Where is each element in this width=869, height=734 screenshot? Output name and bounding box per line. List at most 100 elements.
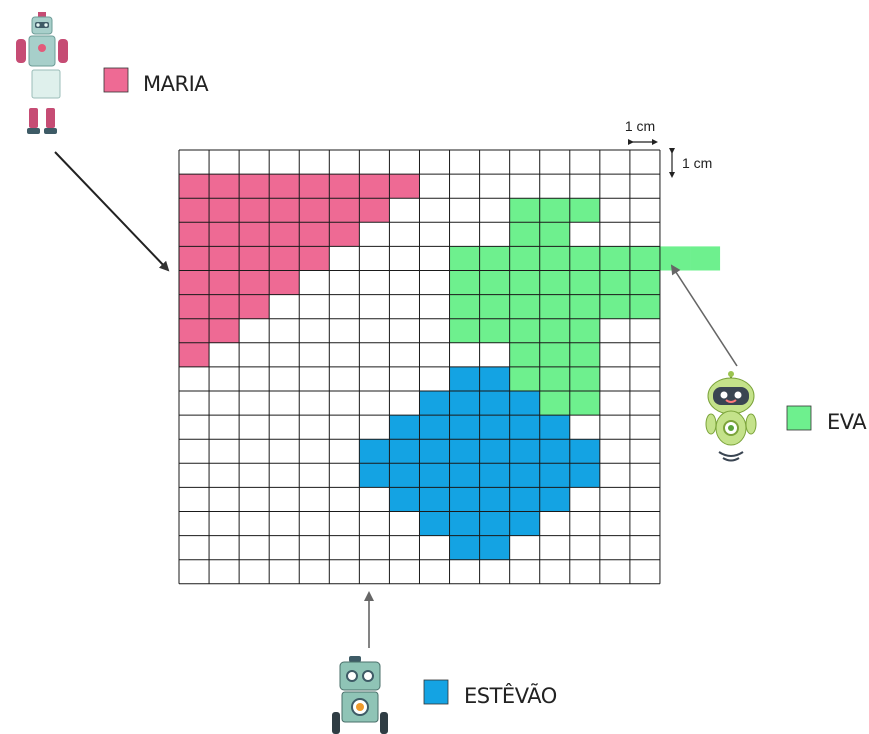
grid-lines — [178, 149, 661, 585]
cell-eva — [569, 198, 600, 223]
cell-estevao — [419, 391, 450, 416]
scale-horizontal-label: 1 cm — [625, 118, 655, 134]
box-robot-icon — [332, 656, 388, 734]
cell-eva — [599, 270, 630, 295]
cell-maria — [269, 174, 300, 199]
cell-eva — [569, 270, 600, 295]
legend-label: MARIA — [143, 72, 209, 96]
humanoid-robot-icon — [16, 12, 68, 134]
colored-cells — [179, 174, 721, 560]
cell-estevao — [389, 439, 420, 464]
cell-eva — [629, 270, 660, 295]
cell-estevao — [569, 463, 600, 488]
cell-estevao — [569, 439, 600, 464]
cell-estevao — [539, 439, 570, 464]
eva-pointer-arrow — [670, 264, 738, 367]
cell-estevao — [449, 366, 480, 391]
cell-estevao — [509, 511, 540, 536]
cell-maria — [209, 318, 240, 343]
maria-pointer-arrow — [54, 151, 170, 272]
cell-maria — [269, 198, 300, 223]
cell-estevao — [359, 439, 390, 464]
cell-estevao — [479, 366, 510, 391]
cell-estevao — [479, 415, 510, 440]
cell-eva — [569, 246, 600, 271]
cell-estevao — [539, 415, 570, 440]
cell-estevao — [479, 463, 510, 488]
cell-estevao — [479, 487, 510, 512]
cell-eva — [539, 318, 570, 343]
cell-eva — [569, 294, 600, 319]
cell-eva — [539, 246, 570, 271]
legend: MARIA EVA ESTÊVÃO — [103, 67, 868, 708]
cell-estevao — [509, 391, 540, 416]
cell-eva — [539, 222, 570, 247]
cell-eva — [539, 294, 570, 319]
cell-maria — [239, 270, 270, 295]
cell-maria — [329, 174, 360, 199]
cell-estevao — [449, 535, 480, 560]
cell-maria — [269, 222, 300, 247]
cell-estevao — [419, 463, 450, 488]
legend-swatch — [103, 67, 129, 93]
cell-estevao — [539, 487, 570, 512]
cell-eva — [449, 270, 480, 295]
cell-maria — [209, 294, 240, 319]
cell-eva — [449, 318, 480, 343]
cell-eva — [539, 342, 570, 367]
cell-maria — [179, 270, 210, 295]
cell-eva — [539, 366, 570, 391]
cell-maria — [209, 174, 240, 199]
cell-estevao — [449, 511, 480, 536]
cell-eva — [449, 246, 480, 271]
cell-maria — [269, 270, 300, 295]
cell-estevao — [479, 391, 510, 416]
scale-horizontal: 1 cm — [625, 118, 658, 145]
cell-estevao — [539, 463, 570, 488]
cell-maria — [179, 318, 210, 343]
cell-maria — [179, 294, 210, 319]
cell-eva — [509, 318, 540, 343]
legend-label: ESTÊVÃO — [464, 682, 557, 708]
cell-eva — [509, 294, 540, 319]
cell-maria — [179, 222, 210, 247]
cell-estevao — [449, 463, 480, 488]
scale-vertical: 1 cm — [669, 148, 712, 178]
cell-eva — [569, 342, 600, 367]
cell-eva — [659, 246, 691, 271]
cell-estevao — [449, 487, 480, 512]
scale-vertical-label: 1 cm — [682, 155, 712, 171]
cell-maria — [209, 246, 240, 271]
cell-eva — [539, 198, 570, 223]
cell-estevao — [359, 463, 390, 488]
cell-eva — [569, 318, 600, 343]
cell-eva — [539, 391, 570, 416]
cell-eva — [569, 391, 600, 416]
cell-maria — [299, 246, 330, 271]
cell-eva — [479, 294, 510, 319]
cell-estevao — [449, 391, 480, 416]
cell-eva — [509, 198, 540, 223]
cell-maria — [179, 198, 210, 223]
cell-maria — [269, 246, 300, 271]
cell-eva — [509, 222, 540, 247]
cell-maria — [209, 198, 240, 223]
cell-maria — [239, 246, 270, 271]
cell-maria — [359, 174, 390, 199]
cell-estevao — [509, 463, 540, 488]
cell-maria — [239, 174, 270, 199]
cell-estevao — [479, 511, 510, 536]
cell-eva — [629, 294, 660, 319]
cell-maria — [359, 198, 390, 223]
cell-estevao — [509, 487, 540, 512]
cell-eva — [509, 270, 540, 295]
cell-maria — [239, 222, 270, 247]
cell-estevao — [389, 487, 420, 512]
cell-estevao — [449, 415, 480, 440]
cell-estevao — [419, 511, 450, 536]
cell-estevao — [389, 463, 420, 488]
cell-maria — [299, 198, 330, 223]
cell-eva — [599, 294, 630, 319]
legend-label: EVA — [827, 410, 867, 434]
